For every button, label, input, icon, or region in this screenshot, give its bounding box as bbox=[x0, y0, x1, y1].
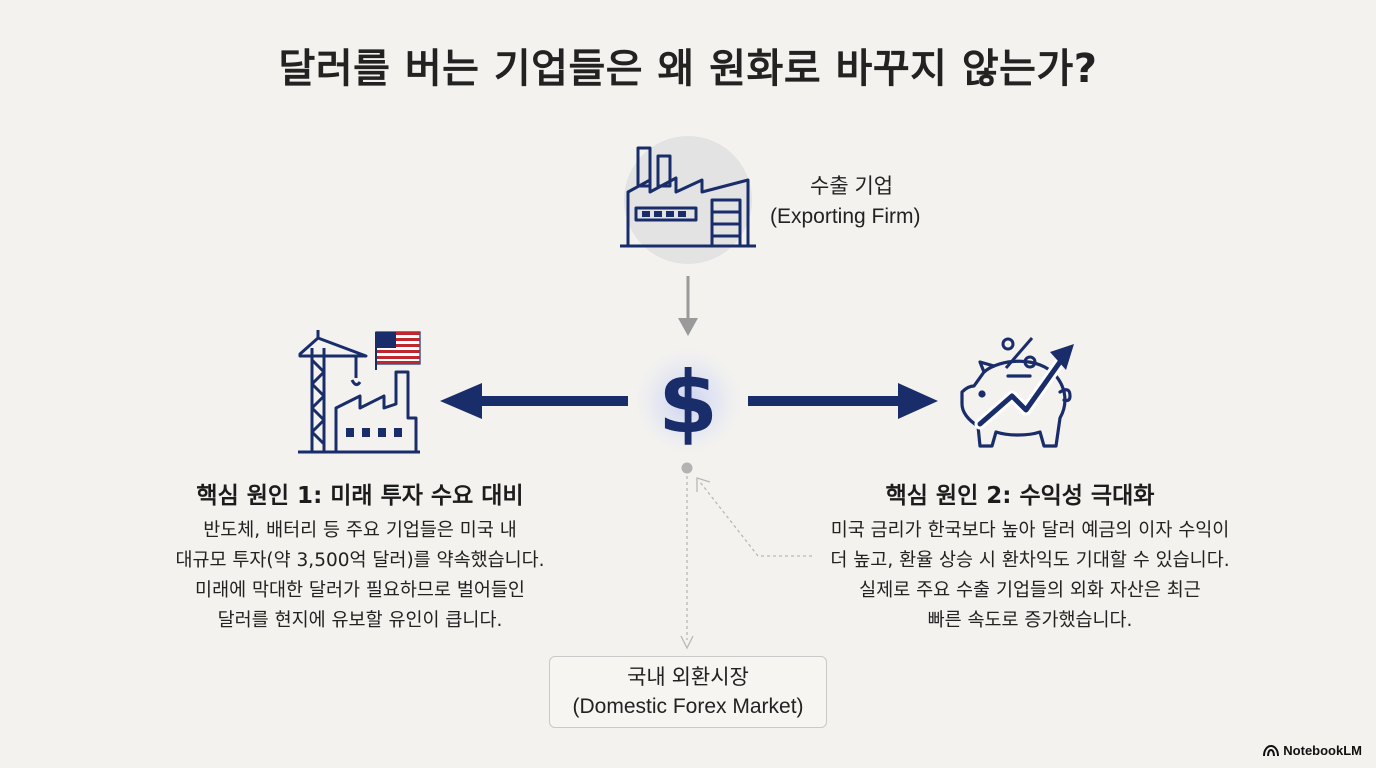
exporter-label-ko: 수출 기업 bbox=[810, 175, 894, 198]
reason2-heading: 핵심 원인 2: 수익성 극대화 bbox=[885, 483, 1155, 509]
dollar-symbol: $ bbox=[658, 353, 718, 453]
dollar-to-reason1-arrow bbox=[440, 383, 628, 419]
reason2-paragraph: 미국 금리가 한국보다 높아 달러 예금의 이자 수익이 더 높고, 환율 상승… bbox=[790, 516, 1270, 636]
page-title: 달러를 버는 기업들은 왜 원화로 바꾸지 않는가? bbox=[278, 46, 1098, 92]
exporter-label: 수출 기업 (Exporting Firm) bbox=[770, 172, 950, 232]
reason1-line: 반도체, 배터리 등 주요 기업들은 미국 내 bbox=[203, 520, 517, 541]
reason2-line: 빠른 속도로 증가했습니다. bbox=[927, 610, 1133, 631]
exporter-to-dollar-arrow bbox=[678, 276, 698, 336]
dollar-to-market-dotted-line bbox=[680, 462, 694, 650]
brand-name: NotebookLM bbox=[1283, 743, 1362, 758]
reason1-heading: 핵심 원인 1: 미래 투자 수요 대비 bbox=[196, 483, 524, 509]
reason1-line: 달러를 현지에 유보할 유인이 큽니다. bbox=[217, 610, 503, 631]
domestic-market-box: 국내 외환시장 (Domestic Forex Market) bbox=[549, 656, 827, 728]
reason1-paragraph: 반도체, 배터리 등 주요 기업들은 미국 내 대규모 투자(약 3,500억 … bbox=[130, 516, 590, 636]
notebooklm-logo-icon bbox=[1263, 744, 1280, 756]
market-label-en: (Domestic Forex Market) bbox=[572, 695, 804, 718]
market-label-ko: 국내 외환시장 bbox=[627, 666, 749, 689]
exporter-label-en: (Exporting Firm) bbox=[770, 205, 921, 228]
brand-watermark: NotebookLM bbox=[1263, 743, 1362, 758]
reason2-line: 미국 금리가 한국보다 높아 달러 예금의 이자 수익이 bbox=[830, 520, 1230, 541]
dollar-to-reason2-arrow bbox=[748, 383, 938, 419]
reason2-line: 더 높고, 환율 상승 시 환차익도 기대할 수 있습니다. bbox=[830, 550, 1230, 571]
reason1-line: 대규모 투자(약 3,500억 달러)를 약속했습니다. bbox=[175, 550, 545, 571]
reason2-to-dollar-dotted-line bbox=[696, 477, 812, 557]
reason2-line: 실제로 주요 수출 기업들의 외화 자산은 최근 bbox=[859, 580, 1201, 601]
reason1-line: 미래에 막대한 달러가 필요하므로 벌어들인 bbox=[195, 580, 525, 601]
